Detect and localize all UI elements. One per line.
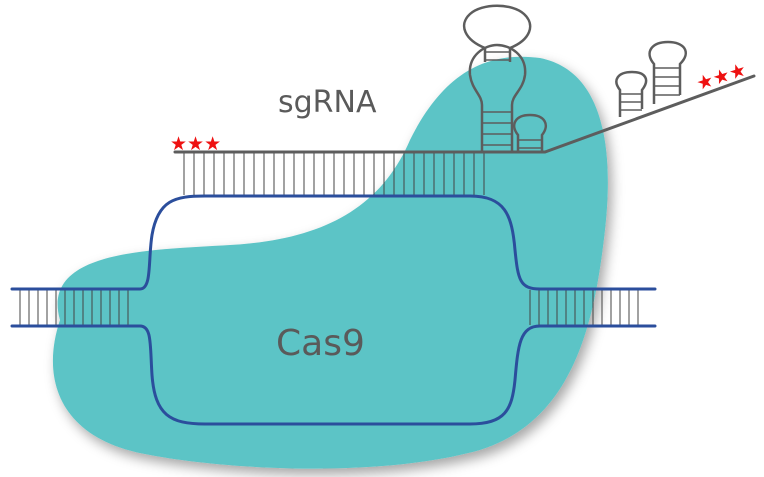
sgrna-hairpin-top <box>462 4 532 62</box>
stem-loop-basepairs-small <box>518 139 542 149</box>
dna-target-strand <box>10 194 657 291</box>
sgrna-tail-hairpin-1 <box>615 70 648 117</box>
sgrna-hairpin-small <box>513 113 547 152</box>
cas9-label: Cas9 <box>276 323 365 364</box>
sgrna-tail-hairpin-2 <box>648 40 687 104</box>
dna-basepairs-left <box>19 290 129 325</box>
stem-loop-basepairs-large <box>482 111 512 146</box>
sgrna-stem-loop-large <box>468 43 527 152</box>
modification-marks-right: ★★★ <box>694 59 749 96</box>
sgrna-label: sgRNA <box>278 85 377 120</box>
sgrna-backbone <box>173 74 756 154</box>
rna-dna-basepairs <box>183 153 485 195</box>
cas9-protein-shape <box>52 56 608 469</box>
modification-marks-left: ★★★ <box>170 133 221 155</box>
tail-hairpin-basepairs-1 <box>620 93 642 111</box>
tail-hairpin-basepairs-2 <box>654 67 680 96</box>
dna-basepairs-right <box>529 290 639 325</box>
dna-nontarget-strand <box>10 324 657 426</box>
stem-loop-basepairs-top <box>485 51 510 61</box>
